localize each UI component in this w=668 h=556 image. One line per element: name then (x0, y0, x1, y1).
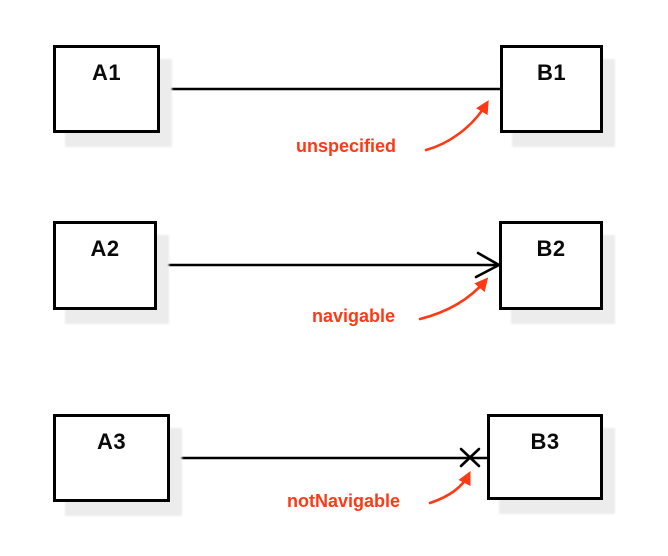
annotation-arrow-unspecified (424, 100, 489, 152)
class-box-a2: A2 (53, 221, 157, 310)
annotation-arrow-not-navigable (428, 470, 471, 505)
class-box-a3: A3 (53, 414, 170, 502)
class-box-label: A2 (90, 236, 120, 261)
class-box-label: B1 (536, 60, 567, 85)
class-box-label: A3 (96, 429, 127, 454)
class-box-a1: A1 (53, 45, 160, 133)
class-box-label: B2 (536, 236, 566, 261)
class-box-b2: B2 (499, 221, 603, 310)
class-box-label: A1 (91, 60, 122, 85)
annotation-arrow-navigable (418, 277, 489, 321)
not-navigable-cross-icon (459, 447, 481, 468)
annotation-label-not-navigable: notNavigable (287, 491, 401, 511)
class-box-b1: B1 (500, 45, 603, 133)
annotation-label-navigable: navigable (312, 306, 396, 326)
class-box-b3: B3 (487, 414, 603, 500)
annotation-label-unspecified: unspecified (296, 136, 397, 156)
open-arrowhead-icon (474, 251, 502, 279)
class-box-label: B3 (530, 429, 560, 454)
